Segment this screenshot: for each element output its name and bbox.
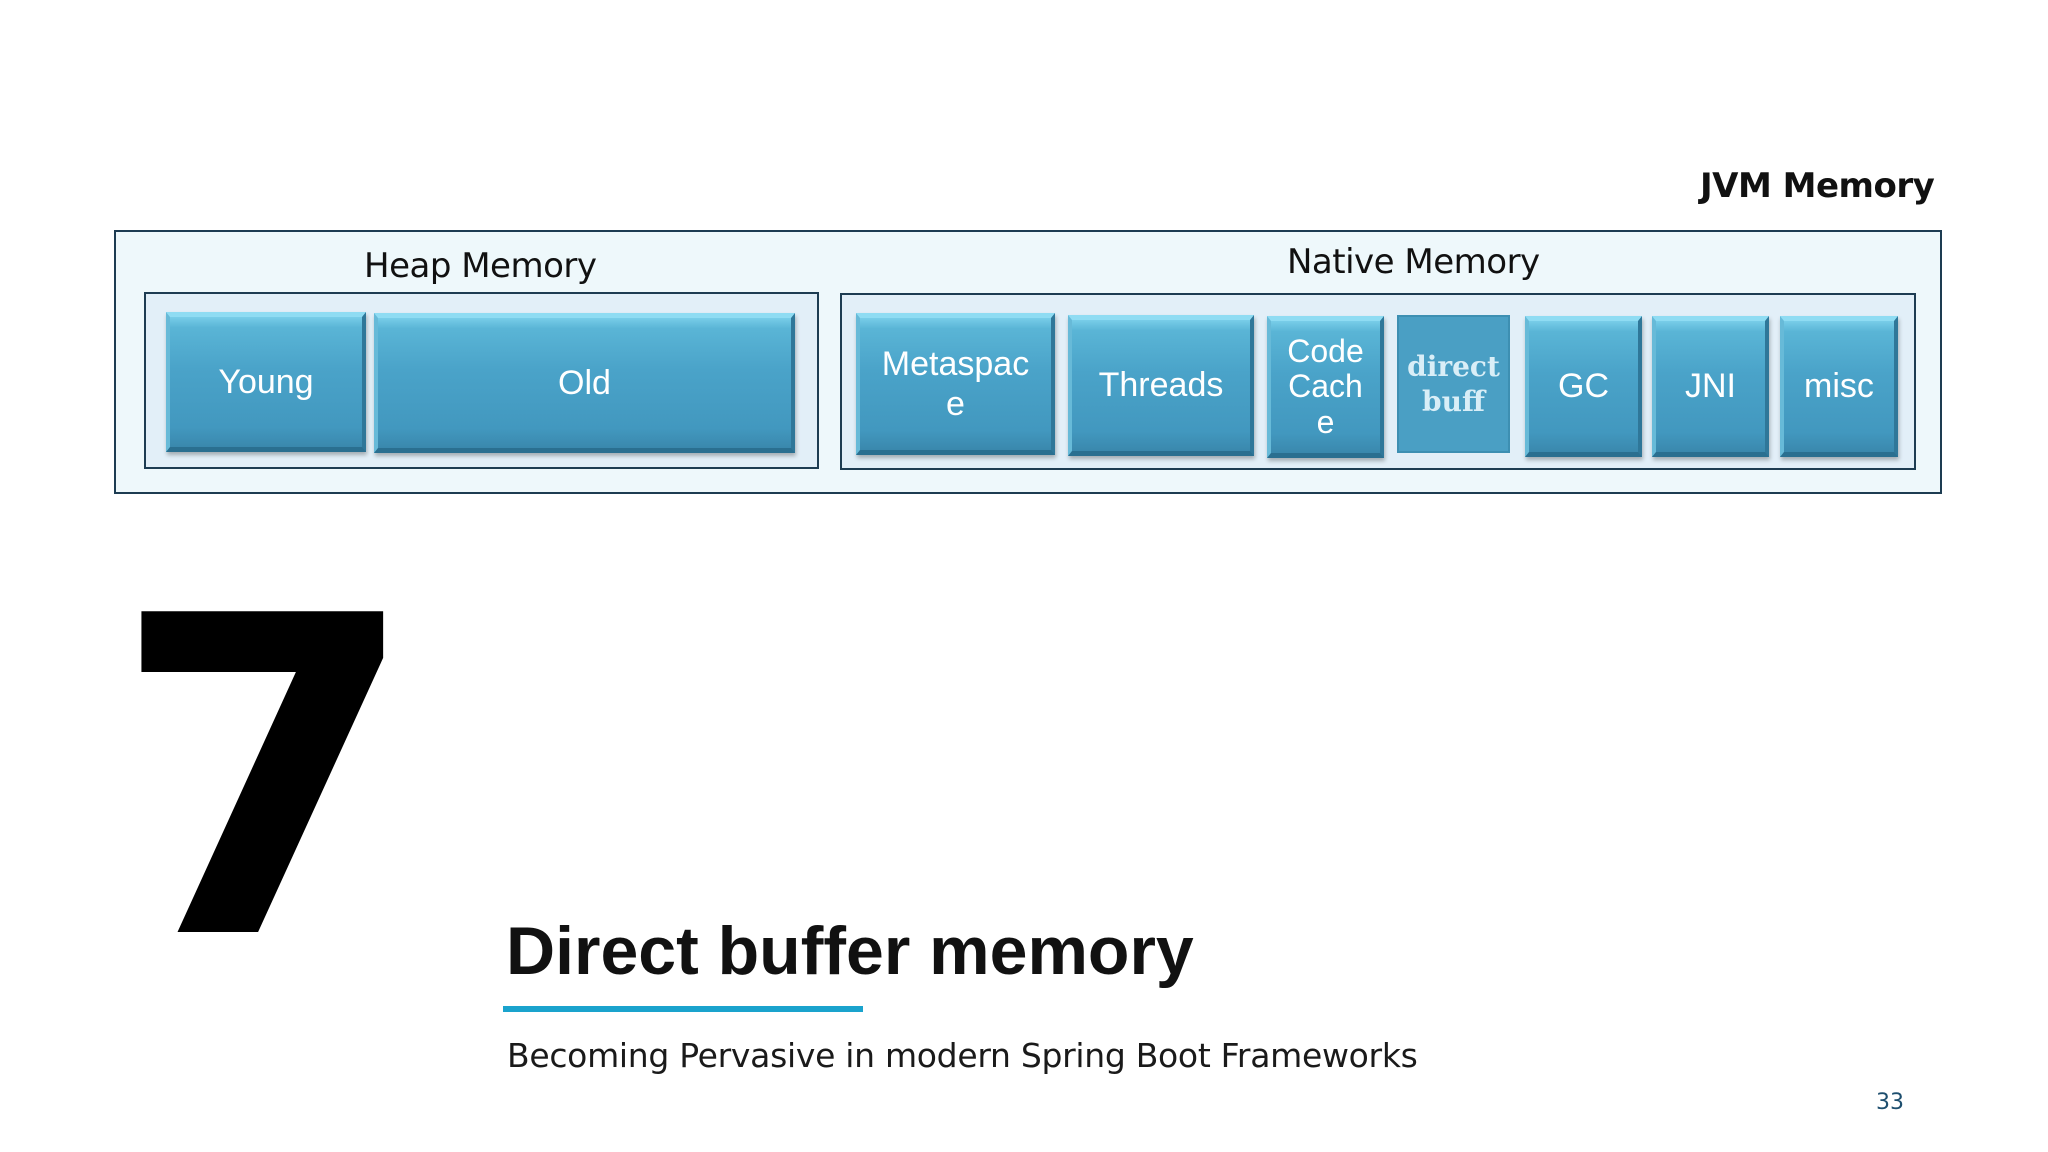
block-label-line: e bbox=[1316, 403, 1335, 440]
block-label: misc bbox=[1804, 367, 1874, 406]
block-label-line: Metaspac bbox=[881, 344, 1030, 383]
block-label: Young bbox=[218, 362, 314, 401]
native-block-metaspace: Metaspac e bbox=[856, 313, 1055, 455]
block-label: Threads bbox=[1098, 366, 1224, 405]
heap-block-old: Old bbox=[374, 313, 795, 453]
block-label: GC bbox=[1558, 367, 1609, 406]
block-label-line: direct bbox=[1407, 350, 1500, 383]
section-number: 7 bbox=[112, 524, 419, 1036]
block-label: Old bbox=[558, 363, 611, 402]
native-block-code-cache: Code Cach e bbox=[1267, 316, 1384, 458]
block-label-line: buff bbox=[1422, 385, 1485, 418]
block-label-line: Cach bbox=[1288, 368, 1363, 405]
block-label-line: e bbox=[946, 385, 965, 423]
native-block-threads: Threads bbox=[1068, 315, 1254, 456]
block-label: JNI bbox=[1685, 367, 1736, 406]
slide-title: Direct buffer memory bbox=[506, 913, 1194, 989]
page-number: 33 bbox=[1876, 1090, 1904, 1115]
slide-subtitle: Becoming Pervasive in modern Spring Boot… bbox=[507, 1036, 1418, 1075]
native-block-jni: JNI bbox=[1652, 316, 1769, 457]
native-block-direct-buffer: direct buff bbox=[1397, 315, 1510, 453]
block-label-line: Code bbox=[1287, 333, 1364, 370]
heap-block-young: Young bbox=[166, 312, 366, 452]
native-block-misc: misc bbox=[1780, 316, 1898, 457]
title-underline bbox=[503, 1006, 863, 1012]
native-block-gc: GC bbox=[1525, 316, 1642, 457]
heap-memory-label: Heap Memory bbox=[364, 246, 597, 286]
jvm-memory-title: JVM Memory bbox=[1700, 166, 1935, 206]
native-memory-label: Native Memory bbox=[1287, 242, 1540, 282]
